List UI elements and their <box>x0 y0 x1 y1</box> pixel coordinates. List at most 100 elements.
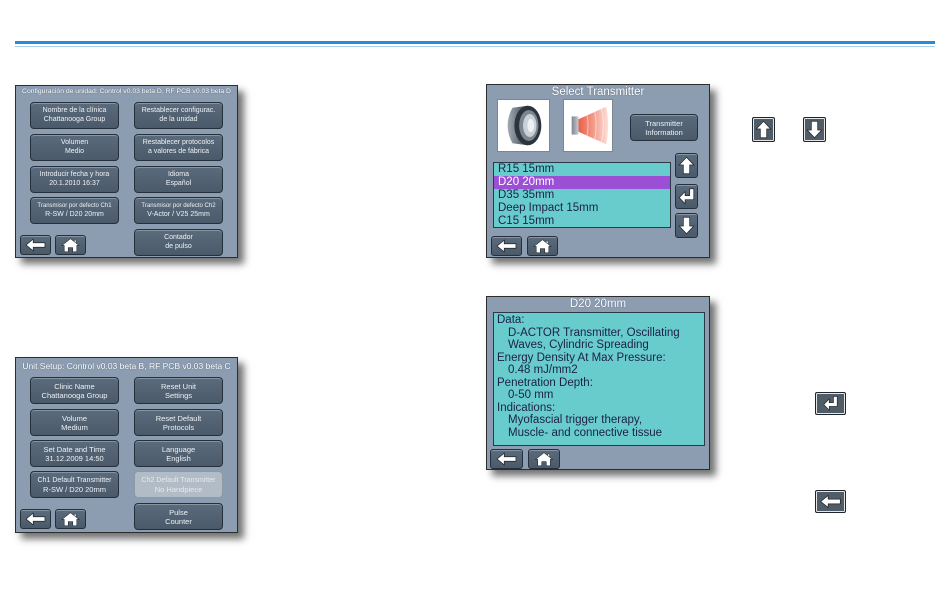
back-button[interactable] <box>20 509 51 529</box>
back-arrow-icon <box>492 237 521 255</box>
enter-button[interactable] <box>675 184 698 209</box>
clinic-name-button[interactable]: Clinic Name Chattanooga Group <box>30 377 119 404</box>
button-label: Language <box>161 444 196 454</box>
button-value: R-SW / D20 20mm <box>43 484 106 494</box>
date-time-button[interactable]: Introducir fecha y hora 20.1.2010 16:37 <box>30 166 119 193</box>
select-transmitter-screen: Select Transmitter <box>486 84 710 258</box>
button-value: de la unidad <box>159 115 198 123</box>
scroll-up-button[interactable] <box>675 153 698 178</box>
button-value: Chattanooga Group <box>43 115 106 123</box>
button-label-line2: Information <box>645 127 683 137</box>
scroll-down-button[interactable] <box>675 213 698 238</box>
button-value: Español <box>165 179 192 187</box>
info-value: D-ACTOR Transmitter, Oscillating <box>508 326 680 339</box>
info-value: 0.48 mJ/mm2 <box>508 364 578 376</box>
transmitter-list: R15 15mm D20 20mm D35 35mm Deep Impact 1… <box>493 162 671 228</box>
header-rule-thin <box>15 46 935 47</box>
reset-default-protocols-button[interactable]: Restablecer protocolos a valores de fábr… <box>134 134 223 161</box>
button-value: Protocols <box>162 422 195 432</box>
home-button[interactable] <box>55 509 86 529</box>
button-value: R-SW / D20 20mm <box>45 210 104 218</box>
back-arrow-icon <box>21 236 50 254</box>
ch1-default-transmitter-button[interactable]: Ch1 Default Transmitter R-SW / D20 20mm <box>30 471 119 498</box>
language-button[interactable]: Language English <box>134 440 223 467</box>
list-item[interactable]: Deep Impact 15mm <box>498 202 599 214</box>
setup-screen-english: Unit Setup: Control v0.03 beta B, RF PCB… <box>15 357 238 533</box>
legend-down-arrow <box>803 117 826 142</box>
screen-title: Configuración de unidad: Control v0.03 b… <box>22 88 231 95</box>
button-label: Transmisor por defecto Ch2 <box>141 202 216 209</box>
button-label: Nombre de la clínica <box>42 106 107 114</box>
language-button[interactable]: Idioma Español <box>134 166 223 193</box>
back-button[interactable] <box>20 235 51 255</box>
button-label: Volumen <box>60 138 89 146</box>
down-arrow-icon <box>804 118 825 141</box>
ch2-default-transmitter-button[interactable]: Transmisor por defecto Ch2 V-Actor / V25… <box>134 197 223 224</box>
screen-title: Unit Setup: Control v0.03 beta B, RF PCB… <box>22 361 231 371</box>
button-label: Transmitter <box>645 118 683 128</box>
volume-button[interactable]: Volume Medium <box>30 409 119 436</box>
legend-enter <box>815 392 846 415</box>
info-value: Muscle- and connective tissue <box>508 426 663 439</box>
legend-back <box>815 490 846 513</box>
button-label: Contador <box>164 233 193 241</box>
button-value: a valores de fábrica <box>147 147 210 155</box>
down-arrow-icon <box>676 214 697 237</box>
button-label: Clinic Name <box>54 381 95 391</box>
reset-unit-settings-button[interactable]: Reset Unit Settings <box>134 377 223 404</box>
transmitter-info-box: Data: D-ACTOR Transmitter, Oscillating W… <box>493 312 705 446</box>
enter-icon <box>676 185 697 208</box>
pulse-counter-button[interactable]: Contador de pulso <box>134 229 223 256</box>
date-time-button[interactable]: Set Date and Time 31.12.2009 14:50 <box>30 440 119 467</box>
info-heading: Indications: <box>497 401 556 414</box>
button-label: Reset Unit <box>160 381 196 391</box>
screen-title: D20 20mm <box>569 298 627 310</box>
button-label: Restablecer configurac. <box>141 106 216 114</box>
reset-default-protocols-button[interactable]: Reset Default Protocols <box>134 409 223 436</box>
button-label: Restablecer protocolos <box>142 138 215 146</box>
transmitter-information-button[interactable]: Transmitter Information <box>630 114 698 141</box>
home-icon <box>56 236 85 254</box>
setup-screen-spanish: Configuración de unidad: Control v0.03 b… <box>15 85 238 258</box>
button-label: Reset Default <box>155 413 202 423</box>
button-value: English <box>166 453 191 463</box>
list-item[interactable]: C15 15mm <box>498 215 555 227</box>
button-value: Medium <box>61 422 88 432</box>
info-heading: Energy Density At Max Pressure: <box>497 351 666 364</box>
button-value: 31.12.2009 14:50 <box>45 453 104 463</box>
back-button[interactable] <box>490 449 523 469</box>
home-button[interactable] <box>55 235 86 255</box>
transmitter-head-image <box>497 99 550 152</box>
info-value: Myofascial trigger therapy, <box>508 414 643 426</box>
reset-unit-settings-button[interactable]: Restablecer configurac. de la unidad <box>134 102 223 129</box>
home-icon <box>528 237 557 255</box>
ch1-default-transmitter-button[interactable]: Transmisor por defecto Ch1 R-SW / D20 20… <box>30 197 119 224</box>
button-value: No Handpiece <box>154 484 203 494</box>
home-icon <box>529 450 559 468</box>
wave-spread-image <box>563 99 613 152</box>
list-item[interactable]: D35 35mm <box>498 189 555 201</box>
home-button[interactable] <box>527 236 558 256</box>
button-label: Idioma <box>167 170 189 178</box>
button-label: Volume <box>61 413 88 423</box>
button-label: Pulse <box>169 507 188 517</box>
button-label: Ch1 Default Transmitter <box>37 476 112 484</box>
list-item[interactable]: R15 15mm <box>498 163 555 175</box>
home-button[interactable] <box>528 449 560 469</box>
transmitter-detail-screen: D20 20mm Data: D-ACTOR Transmitter, Osci… <box>486 296 710 470</box>
ch2-default-transmitter-button: Ch2 Default Transmitter No Handpiece <box>134 471 223 498</box>
back-button[interactable] <box>491 236 522 256</box>
home-icon <box>56 510 85 528</box>
screen-title: Select Transmitter <box>551 86 645 98</box>
up-arrow-icon <box>753 118 774 141</box>
back-arrow-icon <box>491 450 522 468</box>
pulse-counter-button[interactable]: Pulse Counter <box>134 503 223 530</box>
clinic-name-button[interactable]: Nombre de la clínica Chattanooga Group <box>30 102 119 129</box>
back-arrow-icon <box>816 491 845 512</box>
volume-button[interactable]: Volumen Medio <box>30 134 119 161</box>
list-item[interactable]: D20 20mm <box>494 176 670 189</box>
button-value: V-Actor / V25 25mm <box>147 210 210 218</box>
info-value: 0-50 mm <box>508 389 554 401</box>
info-value: Waves, Cylindric Spreading <box>508 339 649 351</box>
